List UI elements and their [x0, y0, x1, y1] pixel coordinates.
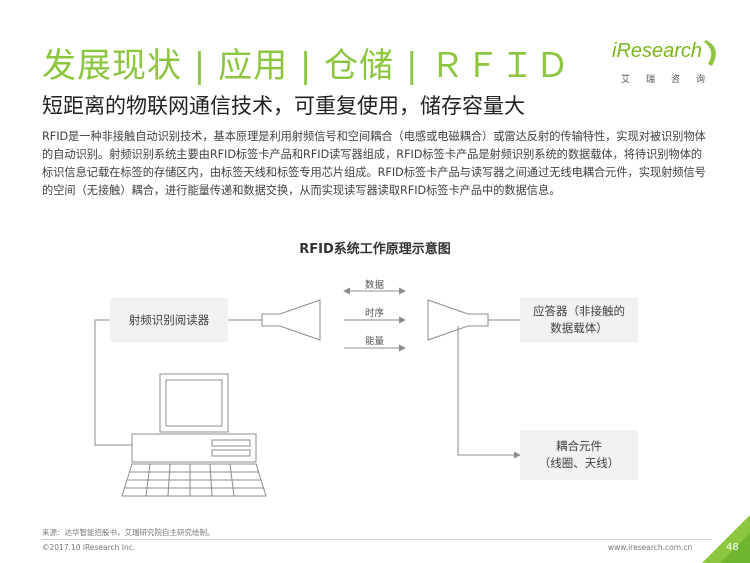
arrow-label-energy: 能量 — [365, 336, 385, 347]
page-number: 48 — [726, 542, 739, 553]
description-text: RFID是一种非接触自动识别技术，基本原理是利用射频信号和空间耦合（电感或电磁耦… — [42, 130, 706, 197]
transponder-antenna-icon — [427, 299, 489, 341]
reader-box: 射频识别阅读器 — [110, 298, 228, 342]
page-subtitle: 短距离的物联网通信技术，可重复使用，储存容量大 — [42, 94, 525, 118]
diagram-title: RFID系统工作原理示意图 — [299, 242, 451, 257]
copyright-text: ©2017.10 iResearch Inc. — [42, 543, 136, 552]
keyboard-icon — [121, 463, 267, 497]
logo-flag-graphic — [616, 40, 716, 66]
monitor-icon — [159, 373, 229, 433]
source-note: 来源：达华智能招股书，艾瑞研究院自主研究绘制。 — [42, 528, 215, 537]
reader-label: 射频识别阅读器 — [128, 312, 210, 327]
computer-case-icon — [131, 433, 257, 463]
coupling-label: 耦合元件 （线圈、天线） — [538, 439, 620, 470]
transponder-label: 应答器（非接触的 数据载体） — [533, 304, 625, 335]
reader-to-computer-line — [94, 319, 132, 446]
logo-wordmark: iResearch — [612, 40, 703, 62]
antenna-to-coupling-line — [457, 326, 521, 459]
arrow-label-timing: 时序 — [365, 308, 385, 319]
website-link[interactable]: www.iresearch.com.cn — [608, 543, 693, 552]
page-title: 发展现状 | 应用 | 仓储 | ＲＦＩＤ — [42, 46, 571, 86]
description-paragraph: RFID是一种非接触自动识别技术，基本原理是利用射频信号和空间耦合（电感或电磁耦… — [42, 128, 712, 200]
coupling-element-box: 耦合元件 （线圈、天线） — [520, 430, 638, 480]
iresearch-logo: iResearch 艾瑞咨询 — [612, 36, 724, 85]
logo-subtext: 艾瑞咨询 — [621, 75, 722, 85]
arrow-label-data: 数据 — [365, 280, 385, 291]
footer-divider — [42, 539, 712, 540]
reader-antenna-icon — [261, 299, 321, 341]
transponder-box: 应答器（非接触的 数据载体） — [520, 298, 638, 342]
